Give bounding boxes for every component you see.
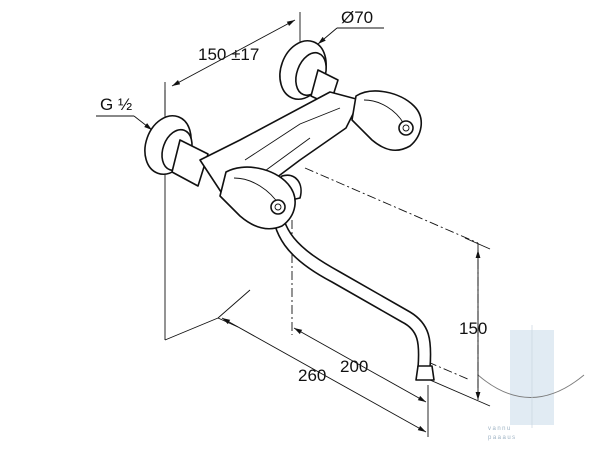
watermark-arc [477,374,585,398]
spout-aerator [415,365,435,381]
leader-flange [317,27,338,45]
centerline-outlet [427,361,471,381]
watermark-text-1: vannu [488,426,512,432]
label-thread: G ½ [100,95,132,114]
dimension-line-spacing [171,19,296,87]
label-height: 150 [459,319,487,338]
front-handle-cap-dot [274,203,282,211]
wall-bottom-edge [164,317,219,341]
leader-thread [133,115,153,131]
dimension-reach [217,317,429,437]
body-highlight [244,107,341,161]
watermark-logo [477,325,585,428]
watermark-text-2: paaaus [488,435,517,441]
rear-handle-edge [363,99,405,125]
dimension-line-spout-reach [293,327,427,403]
front-connector [171,139,209,187]
centerline-spout-top [304,167,479,244]
dimension-thread [96,115,153,131]
rear-handle-cap [398,120,414,136]
rear-handle-cap-dot [402,124,410,132]
dimension-spacing [164,12,301,115]
label-spout-reach: 200 [340,357,368,376]
label-total-reach: 260 [298,366,326,385]
wall-bottom-edge-2 [217,289,251,319]
dimension-height [429,237,491,407]
label-flange-diameter: Ø70 [341,8,373,27]
rear-handle [351,90,422,152]
ext-height-top [464,237,491,250]
ext-height-bottom [429,379,491,407]
faucet [144,40,435,381]
dimension-flange [317,27,384,45]
center-lines [291,167,479,395]
front-handle-cap [270,199,286,215]
spout [270,189,432,369]
label-spacing: 150 ±17 [198,45,259,64]
